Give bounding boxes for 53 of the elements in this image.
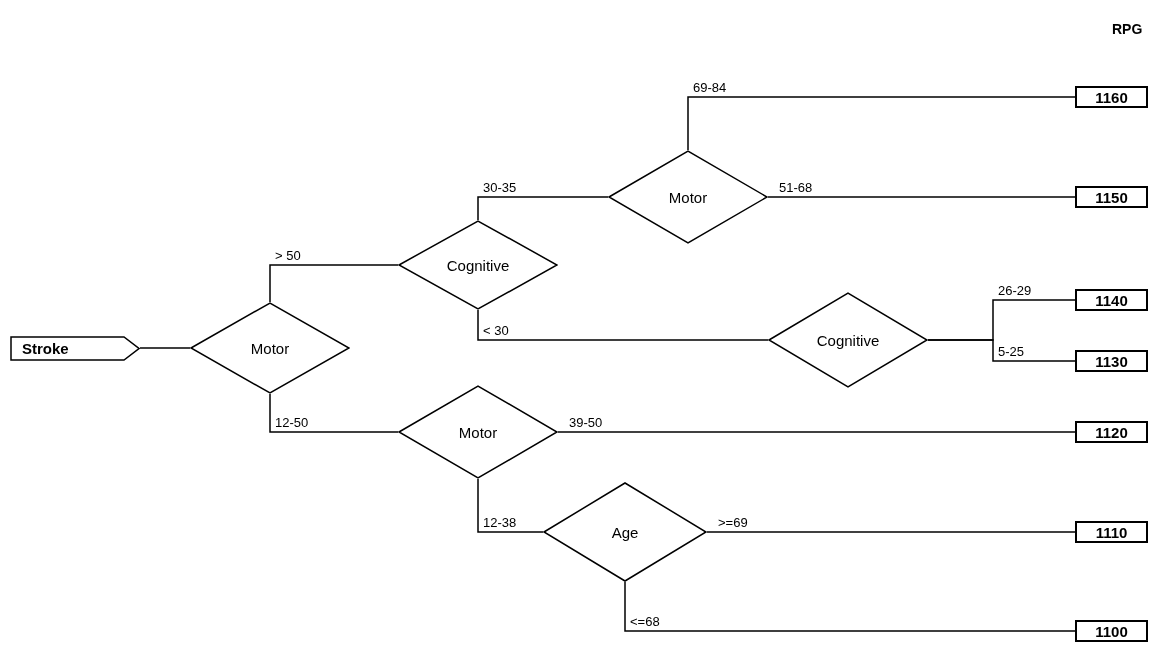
decision-diamond [398, 220, 558, 310]
connector-line [477, 309, 769, 341]
connector-line [767, 196, 1076, 198]
connector-line [557, 431, 1076, 433]
edge-label: 51-68 [778, 181, 814, 194]
node-label: 1130 [1095, 353, 1128, 369]
decision-diamond [543, 482, 707, 582]
connector-line [706, 531, 1076, 533]
node-label: 1160 [1095, 89, 1128, 105]
result-box [1075, 350, 1148, 372]
result-box [1075, 620, 1148, 642]
edge-label: 5-25 [997, 345, 1026, 358]
start-tag [10, 335, 140, 361]
node-label: Motor [668, 189, 708, 205]
connector-line [927, 339, 1076, 362]
connector-line [139, 347, 191, 349]
edge-label: 39-50 [568, 416, 604, 429]
edge-label: 30-35 [482, 181, 518, 194]
result-box [1075, 421, 1148, 443]
column-heading: RPG [1112, 22, 1143, 36]
result-box [1075, 86, 1148, 108]
node-label: 1140 [1095, 292, 1128, 308]
edge-label: > 50 [274, 249, 302, 262]
connector-line [269, 264, 399, 303]
connector-line [477, 196, 609, 221]
edge-label: >=69 [717, 516, 749, 529]
result-box [1075, 521, 1148, 543]
edge-label: 26-29 [997, 284, 1033, 297]
node-label: Cognitive [816, 332, 880, 348]
node-label: Age [611, 524, 639, 540]
result-box [1075, 289, 1148, 311]
node-label: Cognitive [446, 257, 510, 273]
decision-diamond [768, 292, 928, 388]
edge-label: <=68 [629, 615, 661, 628]
connector-line [687, 96, 1076, 151]
node-label: 1100 [1095, 623, 1128, 639]
node-label: Stroke [22, 340, 69, 356]
node-label: 1150 [1095, 189, 1128, 205]
node-label: Motor [458, 424, 498, 440]
connector-line [624, 581, 1076, 632]
result-box [1075, 186, 1148, 208]
connector-line [477, 478, 544, 533]
decision-diamond [398, 385, 558, 479]
node-label: 1110 [1095, 524, 1128, 540]
decision-diamond [190, 302, 350, 394]
edge-label: < 30 [482, 324, 510, 337]
edge-label: 12-38 [482, 516, 518, 529]
decision-diamond [608, 150, 768, 244]
connector-line [269, 393, 399, 433]
edge-label: 69-84 [692, 81, 728, 94]
edge-label: 12-50 [274, 416, 310, 429]
node-label: 1120 [1095, 424, 1128, 440]
node-label: Motor [250, 340, 290, 356]
